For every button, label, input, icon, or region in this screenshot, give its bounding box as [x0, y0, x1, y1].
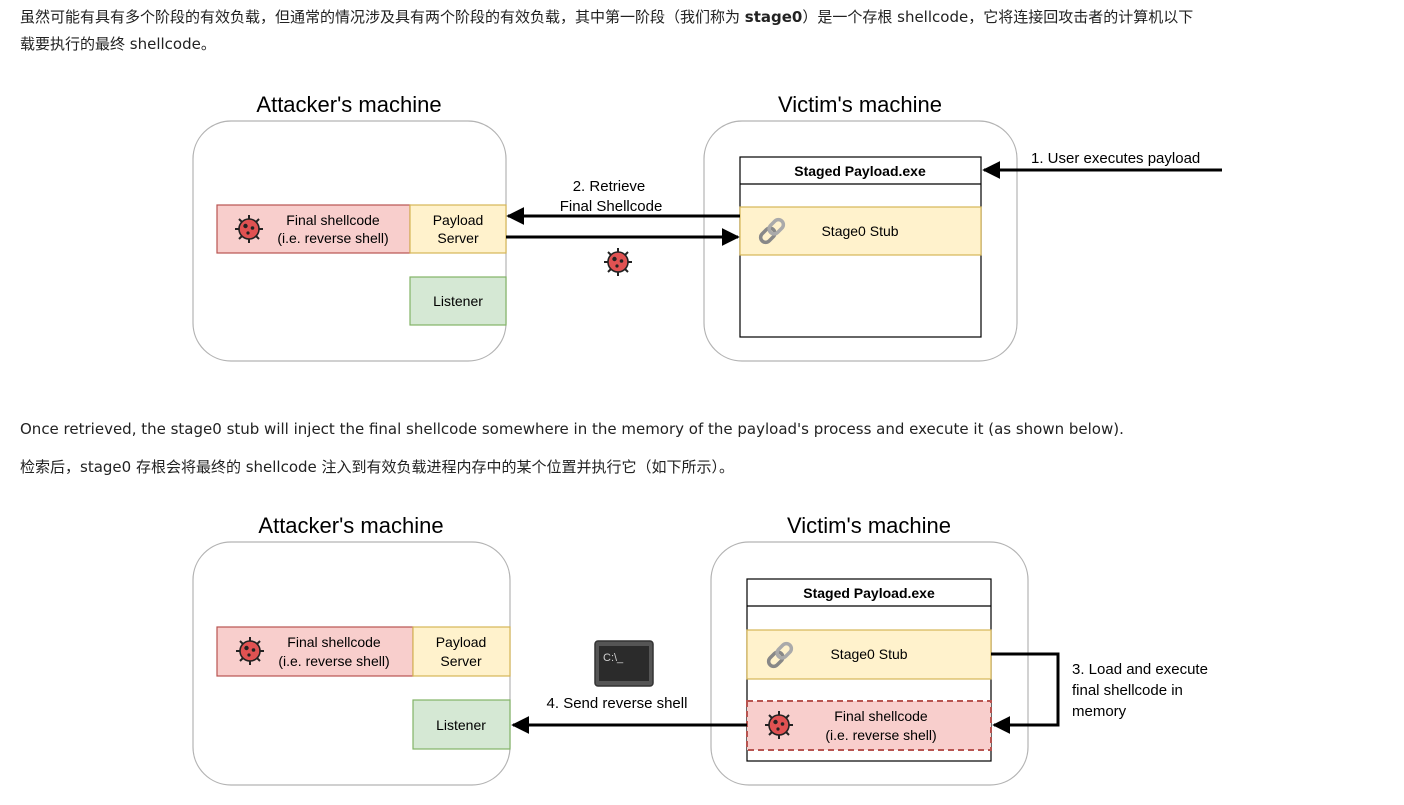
- payload-server-sublabel: Server: [437, 230, 479, 246]
- listener-label: Listener: [436, 717, 486, 733]
- final-shellcode-label: Final shellcode: [287, 634, 381, 650]
- intro-text-part1: 虽然可能有具有多个阶段的有效负载，但通常的情况涉及具有两个阶段的有效负载，其中第…: [20, 8, 745, 26]
- svg-text:C:\_: C:\_: [603, 652, 624, 664]
- staged-payload-title: Staged Payload.exe: [794, 163, 926, 179]
- listener-box: [412, 699, 511, 750]
- attacker-title: Attacker's machine: [256, 92, 441, 117]
- victim-final-shellcode-label: Final shellcode: [834, 708, 928, 724]
- payload-server-label: Payload: [436, 634, 487, 650]
- stage0-stub-label: Stage0 Stub: [830, 646, 907, 662]
- english-paragraph: Once retrieved, the stage0 stub will inj…: [20, 420, 1124, 438]
- attacker-title: Attacker's machine: [258, 513, 443, 538]
- step2-sublabel: Final Shellcode: [560, 198, 663, 215]
- payload-server-box: [412, 626, 511, 677]
- virus-icon: [235, 636, 265, 666]
- victim-title: Victim's machine: [787, 513, 951, 538]
- listener-label: Listener: [433, 293, 483, 309]
- payload-server-sublabel: Server: [440, 653, 482, 669]
- virus-icon: [234, 214, 264, 244]
- virus-icon: [764, 710, 794, 740]
- step2-label: 2. Retrieve: [573, 178, 646, 195]
- terminal-icon: C:\_: [594, 640, 654, 687]
- final-shellcode-label: Final shellcode: [286, 212, 380, 228]
- victim-final-shellcode-sublabel: (i.e. reverse shell): [825, 727, 936, 743]
- final-shellcode-sublabel: (i.e. reverse shell): [278, 653, 389, 669]
- step3-label: 3. Load and execute: [1072, 661, 1208, 678]
- final-shellcode-box: [216, 626, 414, 677]
- stage0-stub-label: Stage0 Stub: [821, 223, 898, 239]
- intro-bold-stage0: stage0: [744, 8, 803, 26]
- intro-text-part2: ）是一个存根 shellcode，它将连接回攻击者的计算机以下: [802, 8, 1194, 26]
- step4-label: 4. Send reverse shell: [547, 695, 688, 712]
- victim-title: Victim's machine: [778, 92, 942, 117]
- diagram-reverse-shell: Attacker's machine Final shellcode (i.e.…: [192, 513, 1208, 786]
- final-shellcode-sublabel: (i.e. reverse shell): [277, 230, 388, 246]
- intro-text-line2: 载要执行的最终 shellcode。: [20, 35, 216, 53]
- virus-icon: [603, 247, 633, 277]
- listener-box: [409, 276, 507, 326]
- step1-label: 1. User executes payload: [1031, 150, 1200, 167]
- payload-server-label: Payload: [433, 212, 484, 228]
- intro-paragraph: 虽然可能有具有多个阶段的有效负载，但通常的情况涉及具有两个阶段的有效负载，其中第…: [20, 4, 1193, 58]
- chinese-paragraph: 检索后，stage0 存根会将最终的 shellcode 注入到有效负载进程内存…: [20, 458, 735, 476]
- arrow-load-execute: [991, 652, 1060, 734]
- staged-payload-title: Staged Payload.exe: [803, 585, 935, 601]
- step3-sublabel-2: memory: [1072, 703, 1127, 720]
- step3-sublabel: final shellcode in: [1072, 682, 1183, 699]
- diagram-stage-retrieval: Attacker's machine Final shellcode (i.e.…: [192, 92, 1222, 362]
- payload-server-box: [409, 204, 507, 254]
